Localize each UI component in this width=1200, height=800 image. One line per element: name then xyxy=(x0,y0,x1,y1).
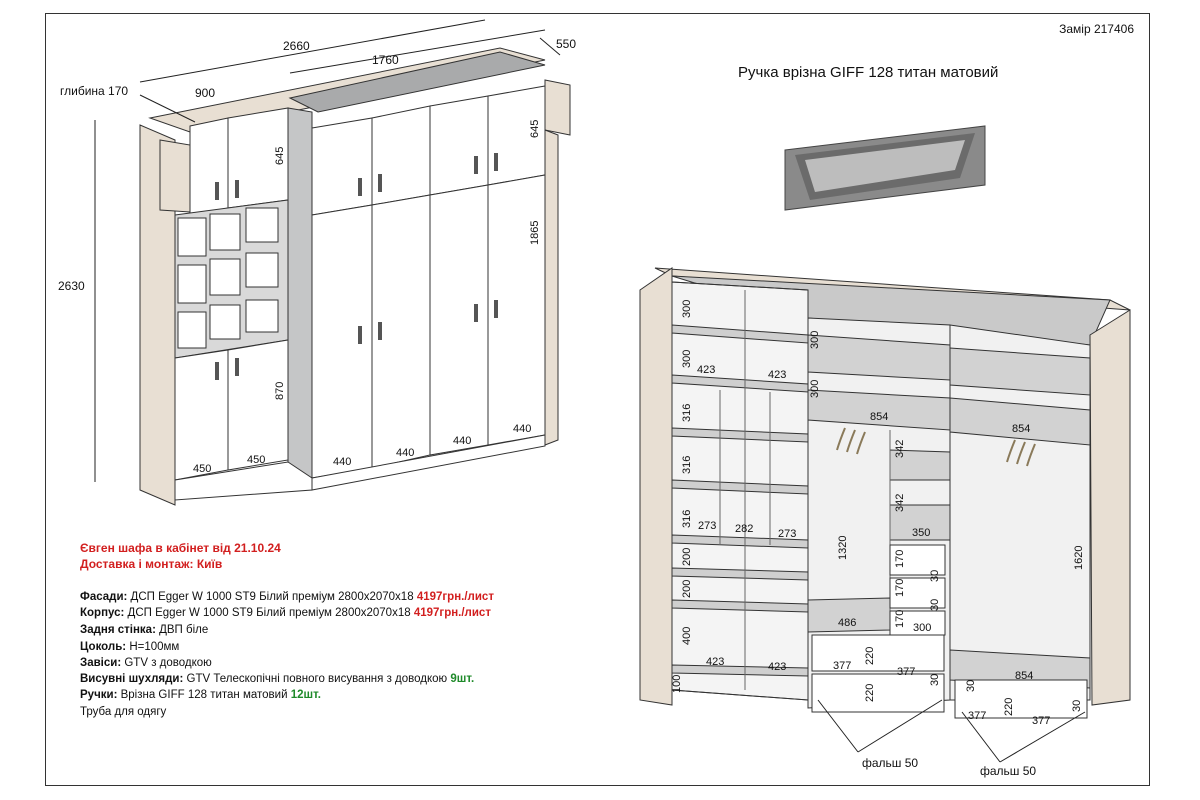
dim-w854a: 854 xyxy=(870,411,888,423)
dim-left-width: 900 xyxy=(195,86,215,100)
dim-w854c: 854 xyxy=(1015,670,1033,682)
dim-s316a: 316 xyxy=(681,404,693,422)
depth-label: глибина 170 xyxy=(60,84,128,98)
false-label-a: фальш 50 xyxy=(862,756,918,770)
spec-row-rail: Труба для одягу xyxy=(80,706,167,718)
dim-h170c: 170 xyxy=(894,610,906,628)
dim-w377b: 377 xyxy=(897,666,915,678)
spec-header-delivery: Доставка і монтаж: Київ xyxy=(80,557,223,571)
spec-row-handles: Ручки: Врізна GIFF 128 титан матовий 12ш… xyxy=(80,689,321,701)
dim-top-left-h: 645 xyxy=(274,147,286,165)
spec-row-drawers: Висувні шухляди: GTV Телескопічні повног… xyxy=(80,673,475,685)
dim-w450b: 450 xyxy=(247,454,265,466)
spec-row-hinges: Завіси: GTV з доводкою xyxy=(80,657,212,669)
spec-row-plinth: Цоколь: H=100мм xyxy=(80,641,180,653)
dim-top-right-h: 645 xyxy=(529,120,541,138)
dim-d30b: 30 xyxy=(929,599,941,611)
dim-s300a: 300 xyxy=(681,300,693,318)
dim-w377d: 377 xyxy=(1032,715,1050,727)
dim-h1320: 1320 xyxy=(837,536,849,560)
measure-number: Замір 217406 xyxy=(1059,22,1134,36)
dim-h220b: 220 xyxy=(864,684,876,702)
dim-w423b: 423 xyxy=(768,369,786,381)
dim-d30c: 30 xyxy=(929,674,941,686)
dim-s400: 400 xyxy=(681,627,693,645)
dim-m300b: 300 xyxy=(809,380,821,398)
dim-w377a: 377 xyxy=(833,660,851,672)
dim-s316b: 316 xyxy=(681,456,693,474)
dim-bottom-left-h: 870 xyxy=(274,382,286,400)
dim-h170b: 170 xyxy=(894,579,906,597)
front-view xyxy=(94,19,571,506)
spec-row-facades: Фасади: ДСП Egger W 1000 ST9 Білий премі… xyxy=(80,591,494,603)
dim-h170a: 170 xyxy=(894,550,906,568)
dim-depth: 550 xyxy=(556,37,576,51)
dim-h342b: 342 xyxy=(894,494,906,512)
dim-s100: 100 xyxy=(671,675,683,693)
dim-w282: 282 xyxy=(735,523,753,535)
dim-right-door-h: 1865 xyxy=(529,221,541,245)
false-label-b: фальш 50 xyxy=(980,764,1036,778)
dim-w273a: 273 xyxy=(698,520,716,532)
dim-h220a: 220 xyxy=(864,647,876,665)
dim-s300b: 300 xyxy=(681,350,693,368)
dim-s200b: 200 xyxy=(681,580,693,598)
open-view xyxy=(639,267,1131,763)
dim-total-width: 2660 xyxy=(283,39,310,53)
dim-w440a: 440 xyxy=(333,456,351,468)
dim-w440b: 440 xyxy=(396,447,414,459)
dim-h342a: 342 xyxy=(894,440,906,458)
dim-w440d: 440 xyxy=(513,423,531,435)
dim-m300a: 300 xyxy=(809,331,821,349)
dim-d30d: 30 xyxy=(965,680,977,692)
dim-w854b: 854 xyxy=(1012,423,1030,435)
dim-w486: 486 xyxy=(838,617,856,629)
handle-title: Ручка врізна GIFF 128 титан матовий xyxy=(738,64,999,81)
dim-right-width: 1760 xyxy=(372,53,399,67)
dim-h1620: 1620 xyxy=(1073,546,1085,570)
dim-w423a: 423 xyxy=(697,364,715,376)
sheet-border xyxy=(45,13,1150,786)
dim-s200a: 200 xyxy=(681,548,693,566)
spec-row-body: Корпус: ДСП Egger W 1000 ST9 Білий премі… xyxy=(80,607,491,619)
dim-w377c: 377 xyxy=(968,710,986,722)
handle-image xyxy=(784,125,986,211)
dim-w450a: 450 xyxy=(193,463,211,475)
dim-w350: 350 xyxy=(912,527,930,539)
dim-w300: 300 xyxy=(913,622,931,634)
dim-d30e: 30 xyxy=(1071,700,1083,712)
dim-w273b: 273 xyxy=(778,528,796,540)
dim-w440c: 440 xyxy=(453,435,471,447)
dim-height: 2630 xyxy=(58,279,85,293)
spec-header-order: Євген шафа в кабінет від 21.10.24 xyxy=(80,541,281,555)
dim-s316c: 316 xyxy=(681,510,693,528)
dim-w423d: 423 xyxy=(768,661,786,673)
open-view-dims: 300 300 423 423 316 316 316 273 282 273 … xyxy=(671,300,1085,778)
dim-d30a: 30 xyxy=(929,570,941,582)
dim-h220c: 220 xyxy=(1003,698,1015,716)
spec-row-back-wall: Задня стінка: ДВП біле xyxy=(80,624,209,636)
dim-w423c: 423 xyxy=(706,656,724,668)
